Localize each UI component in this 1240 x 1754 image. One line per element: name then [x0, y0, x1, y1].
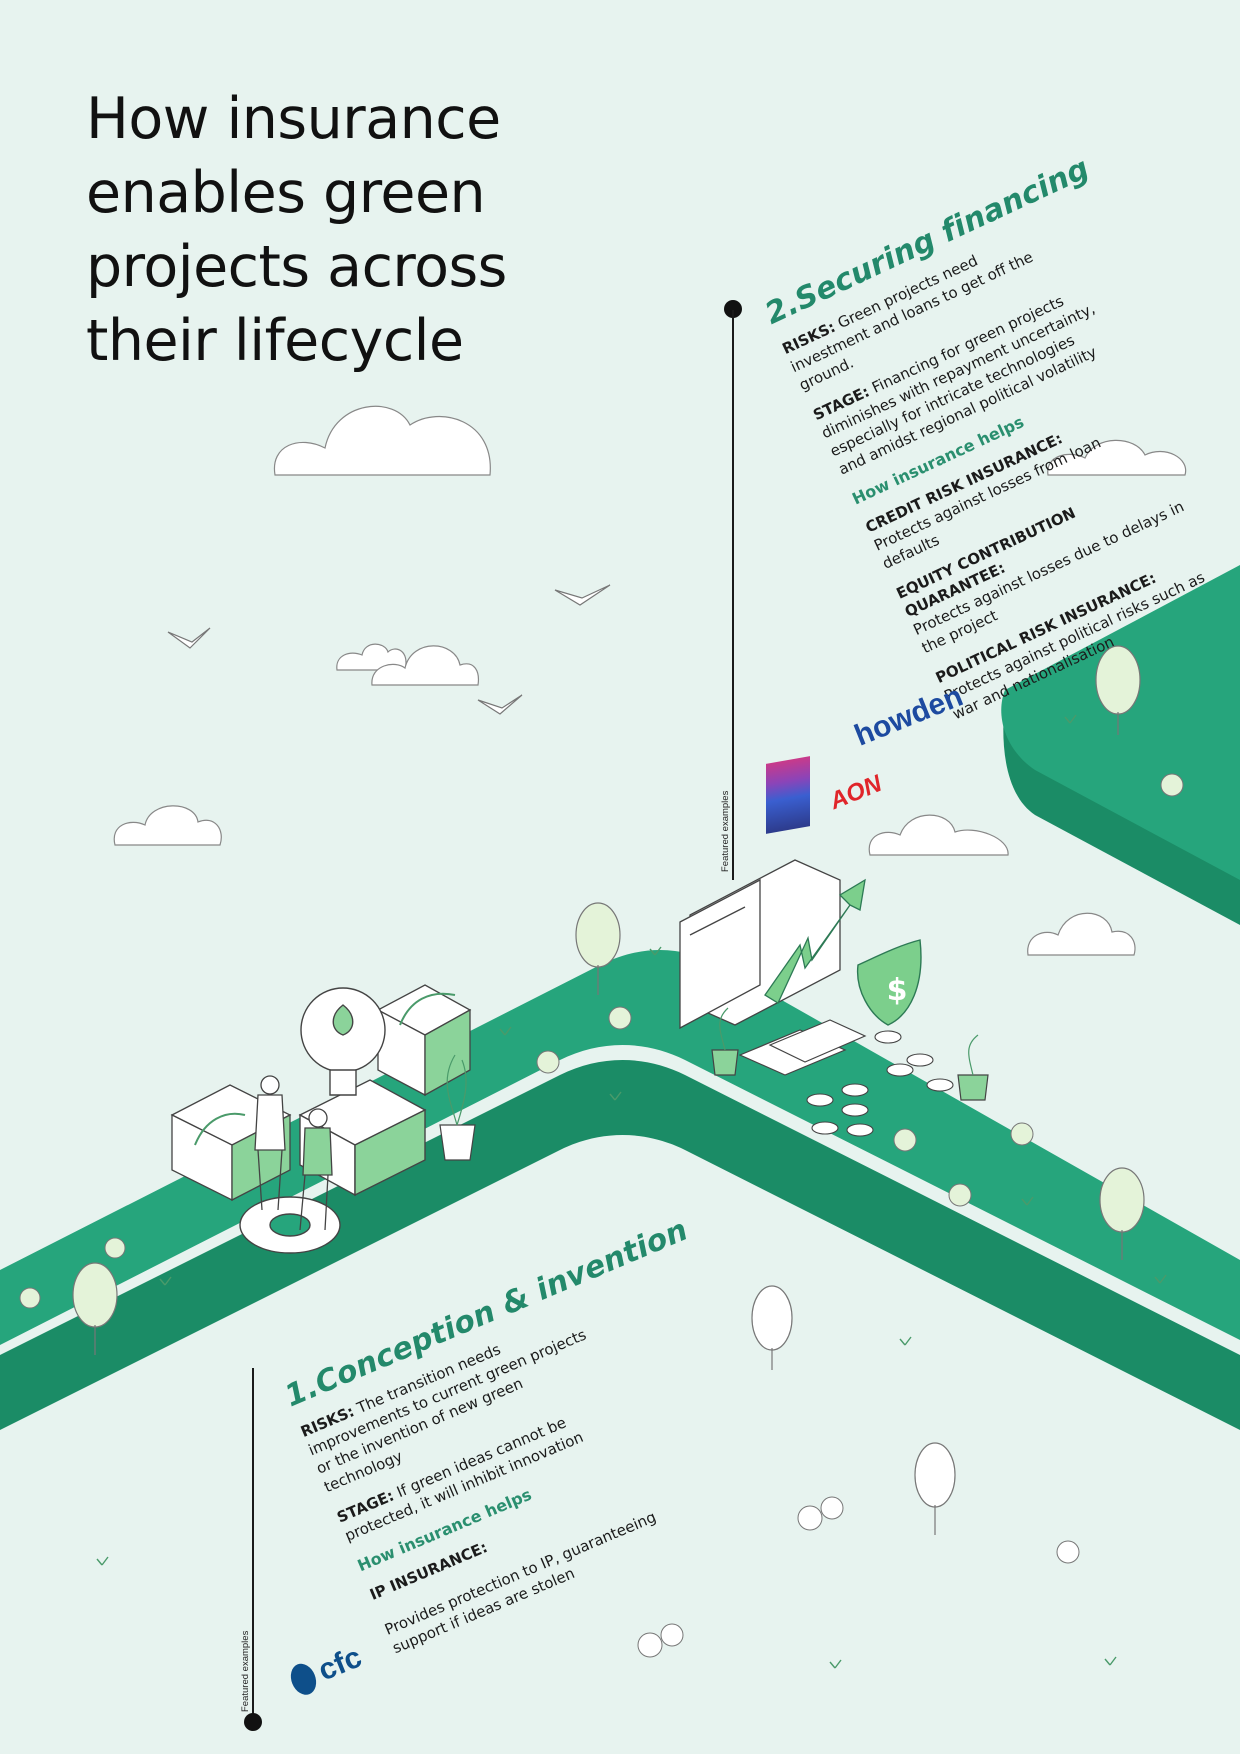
cards-icon [738, 1019, 867, 1076]
plant-icon [194, 992, 476, 1161]
people-icon [254, 1075, 333, 1231]
plant-icon [96, 714, 1167, 1669]
logo-badge [766, 756, 810, 834]
bush-icon [19, 773, 1184, 1658]
bird-icon [167, 584, 611, 715]
svg-text:$: $ [887, 973, 908, 1008]
gear-icon [239, 1196, 341, 1254]
page-title: How insurance enables green projects acr… [86, 86, 507, 374]
coins-icon [806, 1030, 954, 1137]
stage1-featured-label: Featured examples [240, 1630, 251, 1712]
browser-window-icon [679, 859, 841, 1030]
stage1-connector-line [252, 1368, 254, 1720]
stage2-connector-line [732, 310, 734, 880]
cabinet-icon [170, 984, 472, 1202]
tree-icon [72, 645, 1145, 1535]
cloud-icon [113, 405, 1187, 956]
dollar-shield-icon: $ [856, 939, 922, 1026]
stage1-marker-dot [244, 1713, 262, 1731]
growth-arrow-icon [764, 878, 866, 1004]
plant-icon [711, 1007, 989, 1101]
lightbulb-icon [298, 987, 427, 1197]
stage2-featured-label: Featured examples [720, 790, 731, 872]
stage2-marker-dot [724, 300, 742, 318]
